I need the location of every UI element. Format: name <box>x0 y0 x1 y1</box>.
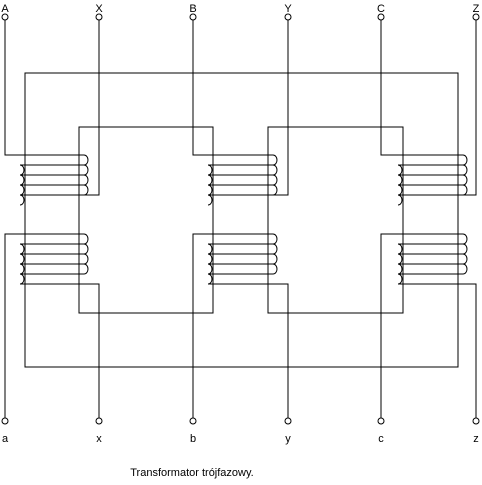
phase-a-primary-lead-in <box>4 20 20 156</box>
phase-c-primary-coil <box>397 154 468 206</box>
terminal-label-a: a <box>2 433 9 445</box>
terminal-circle-bottom <box>189 417 197 425</box>
phase-b-secondary-coil <box>207 233 278 285</box>
terminal-label-Z: Z <box>473 3 480 15</box>
windings <box>1 13 480 425</box>
terminal-circle-top <box>189 13 197 21</box>
phase-a-secondary-lead-in <box>4 233 20 418</box>
terminal-label-C: C <box>377 3 385 15</box>
phase-b-primary-lead-in <box>192 20 208 156</box>
diagram-caption: Transformator trójfazowy. <box>130 467 253 479</box>
terminal-circle-top <box>284 13 292 21</box>
terminal-label-c: c <box>378 433 384 445</box>
terminal-circle-top <box>95 13 103 21</box>
phase-a-primary-coil <box>19 154 89 206</box>
terminal-circle-bottom <box>284 417 292 425</box>
top-terminal-labels: A X B Y C Z <box>1 3 479 15</box>
phase-b-primary-lead-out <box>208 20 289 196</box>
phase-c-primary-lead-out <box>398 20 477 196</box>
bottom-terminal-labels: a x b y c z <box>2 433 479 445</box>
phase-a-secondary-lead-out <box>20 283 100 418</box>
terminal-label-x: x <box>96 433 102 445</box>
terminal-label-B: B <box>189 3 196 15</box>
terminal-label-y: y <box>285 433 291 445</box>
core-window-left <box>78 126 214 314</box>
terminal-label-z: z <box>473 433 479 445</box>
phase-c-secondary-lead-out <box>398 283 477 418</box>
phase-c-secondary-coil <box>397 233 468 285</box>
phase-a-primary-lead-out <box>20 20 100 196</box>
core-outer-outline <box>24 72 459 368</box>
terminal-label-b: b <box>190 433 196 445</box>
terminal-circle-top <box>472 13 480 21</box>
terminal-label-A: A <box>1 3 9 15</box>
terminal-circle-bottom <box>472 417 480 425</box>
terminal-circle-bottom <box>1 417 9 425</box>
phase-b-primary-coil <box>207 154 278 206</box>
terminal-circle-bottom <box>95 417 103 425</box>
transformer-core <box>24 72 459 368</box>
terminal-label-X: X <box>95 3 103 15</box>
terminal-circle-top <box>1 13 9 21</box>
terminal-circle-bottom <box>377 417 385 425</box>
phase-a-secondary-coil <box>19 233 89 285</box>
terminal-label-Y: Y <box>284 3 292 15</box>
phase-b-secondary-lead-out <box>208 283 289 418</box>
phase-c-secondary-lead-in <box>380 233 398 418</box>
core-window-right <box>267 126 404 314</box>
phase-c-primary-lead-in <box>380 20 398 156</box>
terminal-circle-top <box>377 13 385 21</box>
phase-b-secondary-lead-in <box>192 233 208 418</box>
